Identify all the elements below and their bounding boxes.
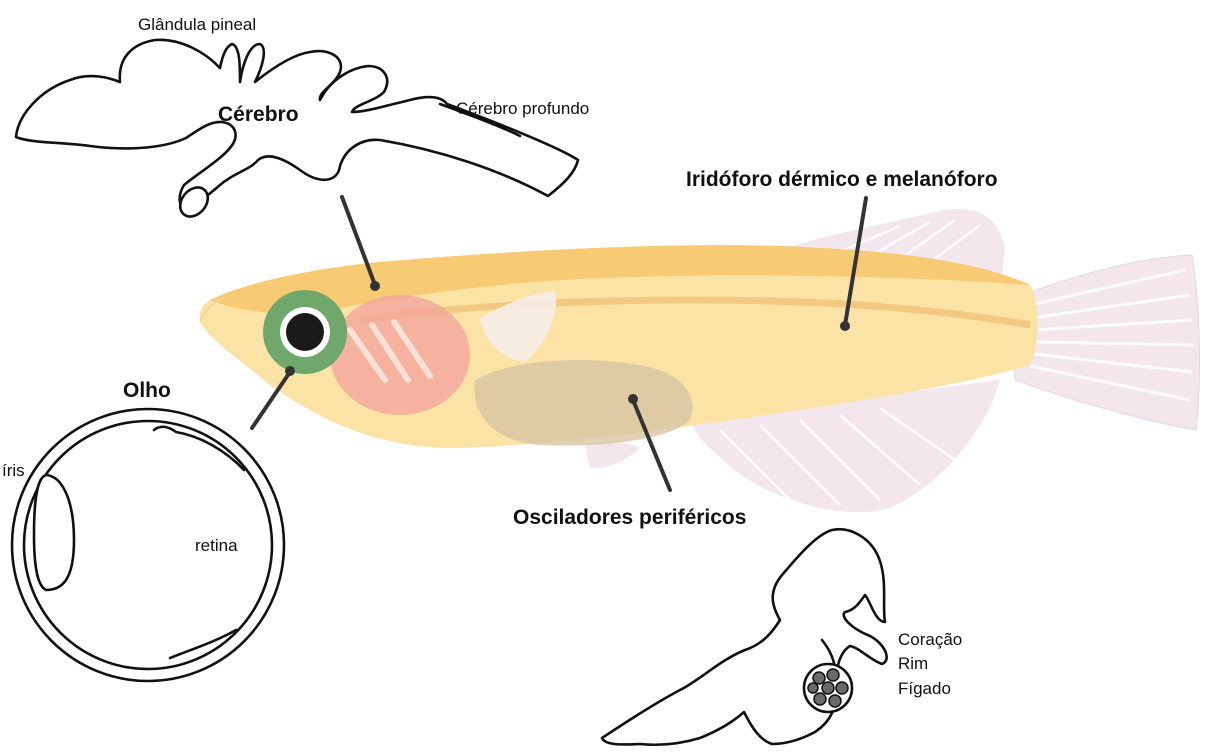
brain-label: Cérebro	[218, 103, 299, 126]
organs-diagram: Coração Rim Fígado	[602, 529, 962, 745]
heart-label: Coração	[898, 630, 962, 649]
pupil	[286, 313, 324, 351]
organ-outline	[602, 529, 887, 745]
pineal-label: Glândula pineal	[138, 15, 256, 34]
kidney-label: Rim	[898, 654, 928, 673]
eye-diagram: Olho íris retina	[2, 379, 284, 681]
liver-label: Fígado	[898, 679, 951, 698]
retina-label: retina	[195, 536, 238, 555]
brain-diagram: Glândula pineal Cérebro Cérebro profundo	[16, 15, 589, 222]
oscillators-label: Osciladores periféricos	[513, 506, 746, 529]
liver-cluster	[804, 664, 852, 712]
organ-region	[474, 360, 692, 446]
skin-label: Iridóforo dérmico e melanóforo	[686, 168, 998, 191]
eye-label: Olho	[123, 379, 171, 402]
deep-brain-label: Cérebro profundo	[456, 99, 589, 118]
iris-label: íris	[2, 461, 25, 480]
zebrafish	[199, 209, 1199, 512]
gill-region	[330, 295, 470, 415]
